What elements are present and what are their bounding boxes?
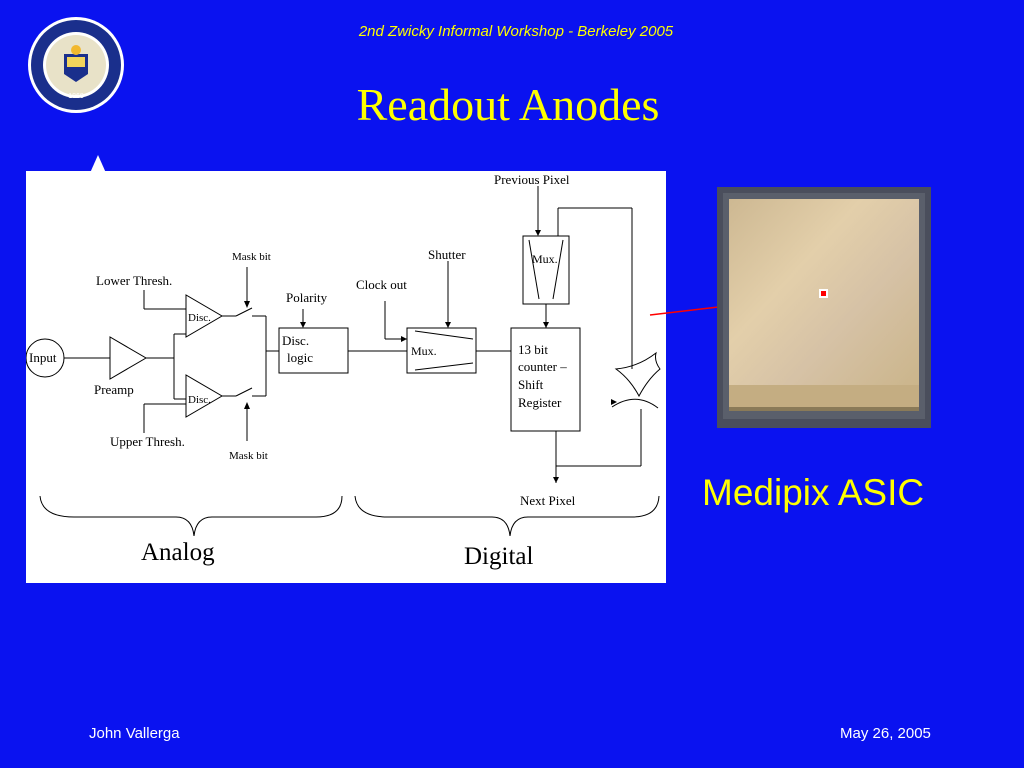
mux-top-label: Mux. <box>532 252 558 266</box>
mask-bit-top-label: Mask bit <box>232 251 271 263</box>
clock-out-label: Clock out <box>356 277 407 292</box>
analog-brace <box>39 495 343 537</box>
readout-circuit-diagram: Previous Pixel Mux. Shutter Mask bit Low… <box>26 172 661 570</box>
footer-date: May 26, 2005 <box>840 725 931 742</box>
input-label: Input <box>29 350 57 365</box>
upper-thresh-label: Upper Thresh. <box>110 434 185 449</box>
slide-title: Readout Anodes <box>356 79 660 130</box>
medipix-asic-label: Medipix ASIC <box>702 472 925 513</box>
disc-top-label: Disc. <box>188 312 211 324</box>
pointer-mark <box>90 155 106 173</box>
lower-thresh-label: Lower Thresh. <box>96 273 172 288</box>
counter-label-4: Register <box>518 395 562 410</box>
disc-logic-label-2: logic <box>287 350 313 365</box>
previous-pixel-label: Previous Pixel <box>494 172 570 187</box>
disc-logic-label-1: Disc. <box>282 333 309 348</box>
footer-author: John Vallerga <box>89 725 180 742</box>
polarity-label: Polarity <box>286 290 328 305</box>
counter-label-3: Shift <box>518 377 544 392</box>
shutter-label: Shutter <box>428 247 466 262</box>
mux-mid-label: Mux. <box>411 344 437 358</box>
next-pixel-label: Next Pixel <box>520 493 576 508</box>
mask-bit-bottom-label: Mask bit <box>229 450 268 462</box>
preamp-symbol <box>109 336 147 380</box>
preamp-label: Preamp <box>94 382 134 397</box>
university-seal-icon: 1868 <box>28 17 124 113</box>
digital-brace <box>354 495 660 537</box>
analog-label: Analog <box>141 539 215 566</box>
disc-bottom-symbol <box>185 374 223 418</box>
readout-diagram-panel: Previous Pixel Mux. Shutter Mask bit Low… <box>26 171 666 583</box>
xor-gate <box>614 351 661 398</box>
disc-bottom-label: Disc. <box>188 394 211 406</box>
workshop-header: 2nd Zwicky Informal Workshop - Berkeley … <box>358 23 674 40</box>
seal-year: 1868 <box>68 93 84 100</box>
disc-top-symbol <box>185 294 223 338</box>
medipix-chip-image <box>717 187 931 428</box>
counter-label-1: 13 bit <box>518 342 548 357</box>
counter-label-2: counter – <box>518 359 567 374</box>
digital-label: Digital <box>464 543 533 570</box>
